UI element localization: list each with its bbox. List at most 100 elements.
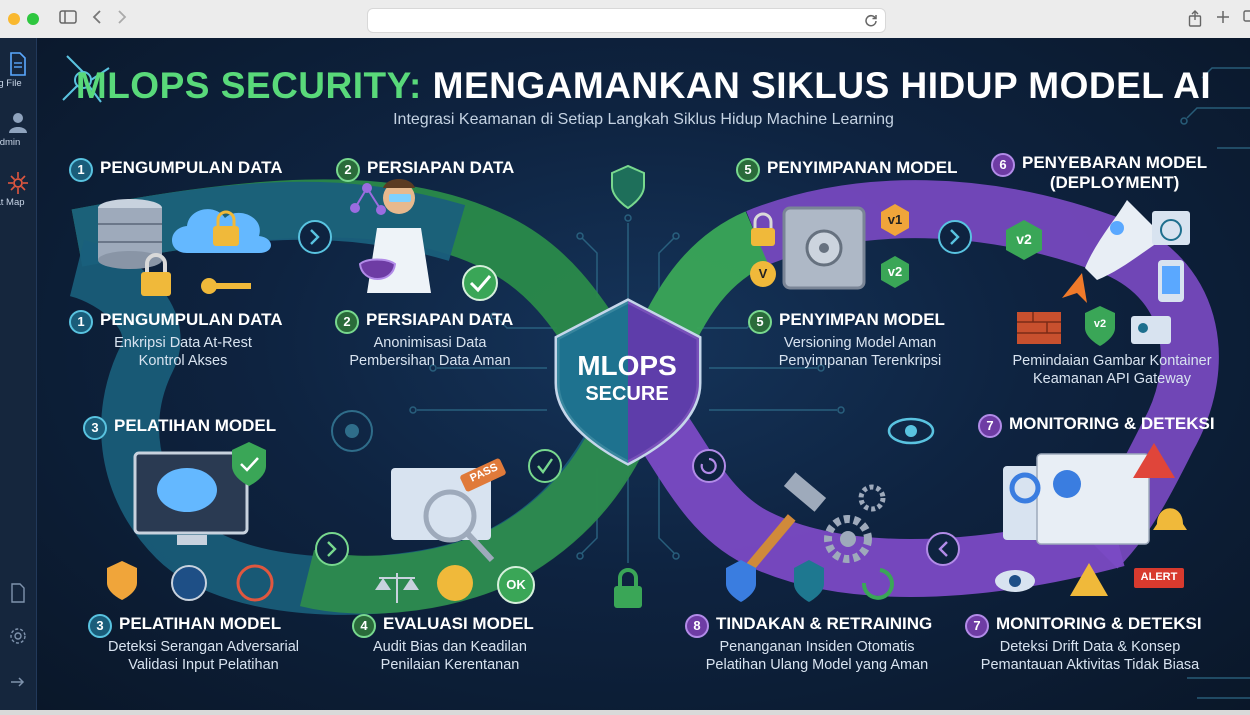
shield-label-secure: SECURE [585,383,669,405]
sidebar-toggle-icon[interactable] [59,10,77,28]
stage-title-text: PENGUMPULAN DATA [100,158,283,177]
tab-overview-icon[interactable] [1243,10,1250,28]
key-icon [201,278,251,294]
hammer-icon [736,472,827,582]
window-zoom-button[interactable] [27,13,39,25]
mask-icon [358,258,397,280]
alert-badge-icon [1134,568,1184,588]
stage-title-text: PELATIHAN MODEL [114,416,277,435]
adversarial-badge-icon [236,564,274,602]
stage-title-text: PERSIAPAN DATA [366,310,514,329]
desc-line-1: Deteksi Drift Data & Konsep [999,639,1181,655]
stage-title-text: PENYIMPANAN MODEL [767,158,958,177]
stage-number-badge: 5 [748,310,772,334]
version-hexagon-icon [881,256,909,288]
new-tab-icon[interactable] [1216,10,1230,28]
id-card-icon [1131,316,1171,344]
detail-title-8: 8 TINDAKAN & RETRAINING [685,614,932,638]
warning-icon [1133,443,1175,478]
desc-line-2: Kontrol Akses [138,353,228,369]
reload-icon[interactable] [864,12,878,31]
sidebar-item-file[interactable]: g File [0,52,36,89]
dashboard-icon [1003,453,1150,545]
stage-title-text: TINDAKAN & RETRAINING [716,614,933,633]
bell-icon [1153,508,1187,530]
detail-desc-8: Penanganan Insiden Otomatis Pelatihan Ul… [692,638,942,674]
version-v1-label: v1 [887,212,903,227]
sidebar-item-threat-map[interactable]: at Map [0,171,36,208]
document-icon [11,583,25,603]
stage-number-badge: 8 [685,614,709,638]
gear-icon [858,484,886,512]
eye-target-icon [887,417,935,445]
database-icon [98,199,162,269]
arrow-node-icon [298,220,332,254]
stage-title-text: EVALUASI MODEL [383,614,534,633]
shield-check-icon [232,442,266,486]
data-scientist-icon [350,179,431,293]
network-nodes-icon [62,55,110,103]
stage-number-badge: 5 [736,158,760,182]
stage-number-badge: 1 [69,158,93,182]
address-bar[interactable] [367,8,886,33]
gear-icon [824,515,872,563]
desc-line-2: Pembersihan Data Aman [349,353,511,369]
desc-line-2: Pelatihan Ulang Model yang Aman [705,657,929,673]
stage-title-text: PENYIMPAN MODEL [779,310,945,329]
stage-title-2: 2 PERSIAPAN DATA [336,158,514,182]
version-coin-icon [750,261,776,287]
stage-title-1: 1 PENGUMPULAN DATA [69,158,283,182]
ok-badge-label: OK [506,577,526,592]
version-v-label: V [758,266,768,281]
detail-title-1: 1 PENGUMPULAN DATA [69,310,283,334]
stage-title-7: 7 MONITORING & DETEKSI [978,414,1215,438]
stage-number-badge: 6 [991,153,1015,177]
lifecycle-infinity-loop [62,55,1250,699]
desc-line-1: Versioning Model Aman [783,335,937,351]
padlock-icon [141,253,171,296]
sidebar-settings-button[interactable] [0,627,36,647]
globe-icon [1152,211,1190,245]
detail-desc-7: Deteksi Drift Data & Konsep Pemantauan A… [965,638,1215,674]
arrow-node-icon [938,220,972,254]
detail-title-5: 5 PENYIMPAN MODEL [748,310,945,334]
central-shield [554,298,702,466]
title-rest: MENGAMANKAN SIKLUS HIDUP MODEL AI [421,65,1212,106]
ok-badge-icon [497,566,535,604]
sidebar-item-label: g File [0,78,22,89]
rocket-icon [1062,200,1165,303]
sidebar-item-admin[interactable]: dmin [0,111,36,148]
window-minimize-button[interactable] [8,13,20,25]
stage-number-badge: 3 [83,416,107,440]
window-bottom-edge [0,710,1250,715]
detail-title-2: 2 PERSIAPAN DATA [335,310,513,334]
detail-title-7: 7 MONITORING & DETEKSI [965,614,1202,638]
desc-line-1: Anonimisasi Data [373,335,487,351]
sidebar-logout-button[interactable] [0,673,36,693]
magnifier-report-icon [391,458,506,563]
sidebar-document-icon-button[interactable] [0,583,36,605]
arrow-node-icon [926,532,960,566]
detail-desc-2: Anonimisasi Data Pembersihan Data Aman [320,334,540,370]
stage-title-text: PENYEBARAN MODEL [1022,153,1208,172]
desc-line-2: Penyimpanan Terenkripsi [778,353,942,369]
lock-icon [614,568,642,608]
gear-icon [10,628,26,644]
alert-badge-label: ALERT [1140,571,1178,583]
desc-line-1: Enkripsi Data At-Rest [114,335,252,351]
version-v2-label: v2 [887,264,903,279]
refresh-arrows-icon [861,568,894,600]
forward-icon[interactable] [117,10,127,28]
threat-map-icon [8,172,28,194]
share-icon[interactable] [1188,10,1202,31]
shield-label-mlops: MLOPS [577,350,677,381]
back-icon[interactable] [92,10,102,28]
stage-number-badge: 4 [352,614,376,638]
detail-desc-5: Versioning Model Aman Penyimpanan Terenk… [745,334,975,370]
arrow-node-icon [315,532,349,566]
stage-number-badge: 3 [88,614,112,638]
v2-hexagon-icon [1006,220,1042,260]
sidebar-item-label: at Map [0,197,25,208]
stage-title-text: PELATIHAN MODEL [119,614,282,633]
infographic-subtitle: Integrasi Keamanan di Setiap Langkah Sik… [393,111,894,128]
